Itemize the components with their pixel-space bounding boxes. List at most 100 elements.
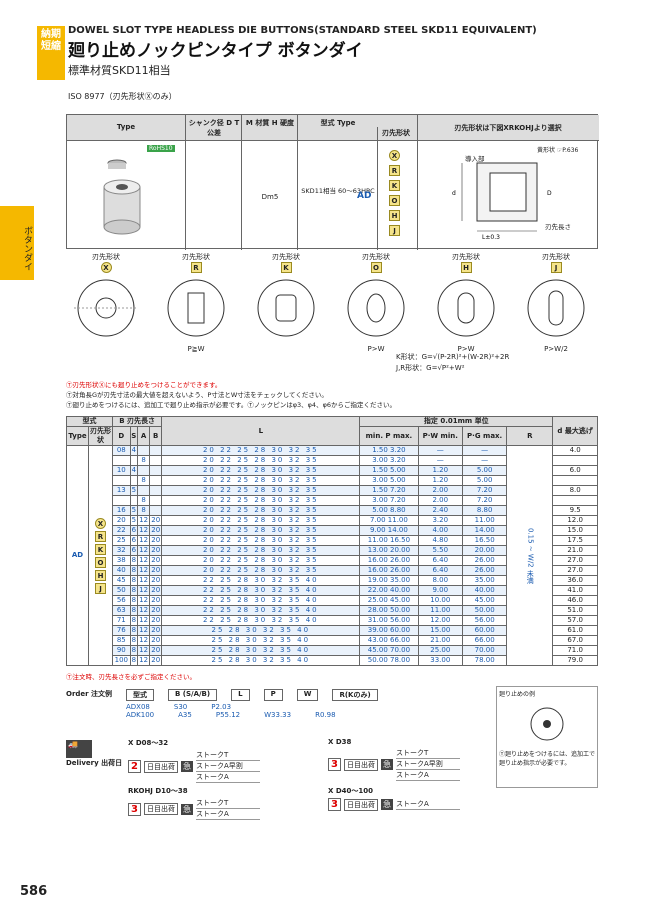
side-category-tab[interactable]: ボタンダイ (0, 206, 34, 280)
note-1: Ⓣ刃先形状Ⓧにも廻り止めをつけることができます。 (66, 381, 222, 389)
cell: 50 (112, 585, 131, 596)
shape-o-condition: P>W (367, 345, 385, 353)
tolerance-value: Dm5 (261, 193, 279, 201)
cell: 12 (137, 595, 151, 606)
delivery-days: 3 (328, 798, 341, 811)
rush-icon: 急 (381, 799, 393, 810)
d-cell: 9.5 (552, 505, 598, 516)
cell: 20 (149, 655, 163, 666)
cell (149, 445, 163, 456)
cell: 20 22 25 28 30 32 35 (161, 495, 361, 506)
d-cell: 36.0 (552, 575, 598, 586)
rotation-note: Ⓣ廻り止めをつけるには、追加工で廻り止め指示が必要です。 (499, 751, 596, 767)
cell: — (461, 445, 508, 456)
cell: 3.20 (417, 515, 463, 526)
cell (149, 475, 163, 486)
type-cell: AD (66, 445, 89, 666)
cell: 22 25 28 30 32 35 40 (161, 585, 361, 596)
cell: — (461, 455, 508, 466)
d-cell: 79.0 (552, 655, 598, 666)
edge-length-label: 刃先長さ (545, 223, 571, 231)
th-shape: 刃先形状 (88, 426, 113, 446)
shape-h-box: H (389, 210, 400, 221)
spec-table: Type シャンク径 D T 公差 M 材質 H 硬度 型式 Type 刃先形状… (66, 114, 599, 250)
dimension-table: 型式 B 刃先長さ L 指定 0.01mm 単位 d 最大逃げ Type 刃先形… (66, 416, 598, 666)
cell: 60.00 (461, 625, 508, 636)
cell: 4.80 (417, 535, 463, 546)
cell: 25 28 30 32 35 40 (161, 625, 361, 636)
shape-h-condition: P>W (457, 345, 475, 353)
cell: 5.00 (461, 465, 508, 476)
shape-drawings-row: 刃先形状 X 刃先形状 R P≧W 刃先形状 K 刃先形状 O P>W 刃先形状… (66, 252, 598, 377)
cell: 33.00 (417, 655, 463, 666)
cell: 25.00 (417, 645, 463, 656)
shape-o-drawing (347, 279, 405, 337)
cell: 16.00 26.00 (359, 555, 419, 566)
shape-x-title: 刃先形状 (92, 253, 120, 261)
d-cell: 61.0 (552, 625, 598, 636)
order-col-w: W (296, 689, 319, 701)
k-r-cell: 0.15 ~ W/2 未満 (506, 445, 554, 666)
cell: 26.00 (461, 565, 508, 576)
order-col-p: P (263, 689, 283, 701)
d-cell: 4.0 (552, 445, 598, 456)
cell: 2.00 (417, 485, 463, 496)
cell: 20 22 25 28 30 32 35 (161, 485, 361, 496)
rotation-example-title: 廻り止めの例 (499, 691, 536, 698)
english-title: DOWEL SLOT TYPE HEADLESS DIE BUTTONS(STA… (68, 25, 537, 36)
shape-j-box: J (389, 225, 400, 236)
delivery-label: Delivery 出荷日 (66, 759, 123, 767)
cell: 20 (149, 545, 163, 556)
cell: 8 (129, 615, 139, 626)
cell: 7.20 (461, 495, 508, 506)
d-cell (552, 475, 598, 486)
order-label: Order 注文例 (66, 690, 113, 698)
cell: 8.80 (461, 505, 508, 516)
cell: 20 (149, 605, 163, 616)
cell (149, 465, 163, 476)
cell: 12 (137, 635, 151, 646)
cell: 26.00 (461, 555, 508, 566)
cell: 1.20 (417, 475, 463, 486)
cell: 12 (137, 545, 151, 556)
cell: 22 25 28 30 32 35 40 (161, 615, 361, 626)
delivery-shape: X D38 (328, 738, 352, 746)
cell: 6 (129, 545, 139, 556)
rush-icon: 急 (181, 761, 193, 772)
shape-j-drawing (527, 279, 585, 337)
stroke-label: ストークT (196, 750, 260, 761)
notes-block: Ⓣ刃先形状Ⓧにも廻り止めをつけることができます。 Ⓣ対角長Gが刃先寸法の最大値を… (66, 380, 396, 410)
cell: 16.00 26.00 (359, 565, 419, 576)
shape-r-label: R (190, 262, 202, 273)
cell (112, 455, 131, 466)
cell: 45.00 (461, 595, 508, 606)
reference-link[interactable]: 黄形状 ☞P.636 (537, 147, 579, 154)
cell: 1.50 3.20 (359, 445, 419, 456)
cell: 12 (137, 575, 151, 586)
delivery-unit: 日目出荷 (144, 803, 178, 815)
cell: 12 (137, 525, 151, 536)
cell: 12 (137, 535, 151, 546)
model-header: 型式 Type (320, 119, 356, 127)
cell: 20 22 25 28 30 32 35 (161, 515, 361, 526)
shape-j-condition: P>W/2 (544, 345, 568, 353)
th-type: Type (66, 426, 89, 446)
order-section: Order 注文例 (66, 689, 116, 699)
cell: 10.00 (417, 595, 463, 606)
cell: 12 (137, 515, 151, 526)
cell: 85 (112, 635, 131, 646)
th-A: A (137, 426, 151, 446)
cell: 4 (129, 445, 139, 456)
cell: 25 28 30 32 35 40 (161, 635, 361, 646)
cell: 20 (149, 535, 163, 546)
shape-o-panel: 刃先形状 O P>W (336, 252, 416, 353)
rush-icon: 急 (381, 759, 393, 770)
svg-text:L±0.3: L±0.3 (482, 234, 500, 241)
shape-j-title: 刃先形状 (542, 253, 570, 261)
cell: 6 (129, 525, 139, 536)
